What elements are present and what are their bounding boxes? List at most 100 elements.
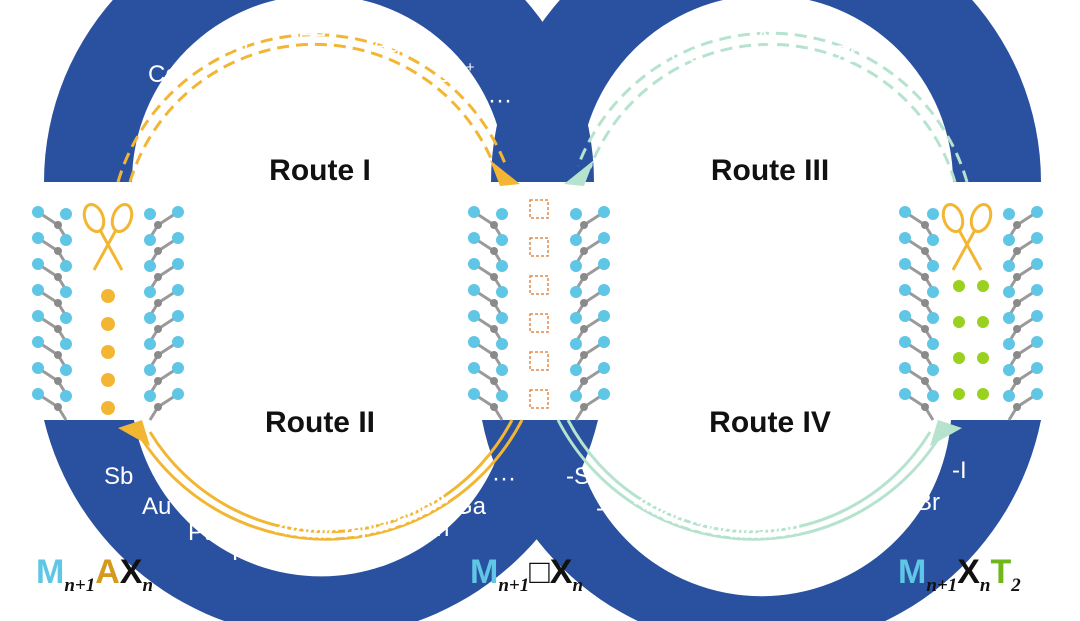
m-atom [1031, 388, 1043, 400]
x-atom [921, 273, 929, 281]
x-atom [54, 351, 62, 359]
m-atom [32, 362, 44, 374]
m-atom [570, 364, 582, 376]
t-atom [953, 388, 965, 400]
ring-band-top-left [44, 0, 594, 182]
route1-ion-label: Cd2+ [148, 59, 196, 88]
t-atom [953, 316, 965, 328]
m-atom [1003, 260, 1015, 272]
ring-band-bottom-left [44, 420, 598, 621]
x-atom [154, 299, 162, 307]
route2-element-label: Au [142, 493, 171, 520]
metal-arrowhead [564, 160, 594, 186]
route1-ion-label: Cu2+ [218, 29, 266, 58]
m-atom [1003, 390, 1015, 402]
m-atom [468, 206, 480, 218]
m-atom [899, 258, 911, 270]
m-atom [570, 234, 582, 246]
m-atom [570, 338, 582, 350]
m-atom [172, 258, 184, 270]
m-atom [598, 258, 610, 270]
m-atom [60, 312, 72, 324]
m-atom [1003, 286, 1015, 298]
x-atom [154, 325, 162, 333]
formula-m: M [36, 553, 64, 591]
x-atom [1013, 403, 1021, 411]
m-atom [899, 206, 911, 218]
t-atom [953, 352, 965, 364]
m-atom [1031, 258, 1043, 270]
route4-anion-label: -Te [652, 527, 685, 554]
x-atom [1013, 351, 1021, 359]
route3-metal-label: Ga [670, 41, 703, 68]
x-atom [580, 403, 588, 411]
m-atom [598, 388, 610, 400]
x-atom [580, 351, 588, 359]
m-atom [1031, 206, 1043, 218]
m-atom [468, 232, 480, 244]
m-atom [927, 364, 939, 376]
m-atom [570, 312, 582, 324]
m-atom [496, 234, 508, 246]
m-atom [496, 338, 508, 350]
m-atom [60, 390, 72, 402]
x-atom [154, 273, 162, 281]
m-atom [927, 208, 939, 220]
m-atom [32, 284, 44, 296]
formula-mxene: Mn+1XnT2 [898, 553, 1021, 596]
m-atom [32, 388, 44, 400]
x-atom [490, 299, 498, 307]
route1-ion-label: Fe2+ [298, 19, 343, 48]
m-atom [60, 286, 72, 298]
route4-anion-label: -Se [596, 495, 633, 522]
m-atom [468, 336, 480, 348]
formula-a: A [95, 553, 120, 591]
route1-ion-list: Cd2+Cu2+Fe2+Ag+Cu+··· [148, 19, 512, 114]
m-atom [496, 364, 508, 376]
m-atom [598, 232, 610, 244]
metal-arrow [576, 31, 969, 183]
m-atom [899, 388, 911, 400]
m-atom [927, 286, 939, 298]
m-atom [570, 260, 582, 272]
route4-anion-label: -I [952, 457, 967, 484]
x-atom [921, 403, 929, 411]
m-atom [144, 338, 156, 350]
m-atom [570, 390, 582, 402]
x-atom [490, 325, 498, 333]
m-atom [1031, 284, 1043, 296]
route2-element-label: Sn [420, 515, 449, 542]
route2-element-label: Ag [334, 545, 363, 572]
m-atom [1003, 338, 1015, 350]
vacancy-structure [468, 199, 610, 421]
lams-arrowhead [490, 160, 520, 186]
m-atom [60, 208, 72, 220]
route4-anion-label: -S [566, 463, 590, 490]
x-atom [580, 273, 588, 281]
x-atom [54, 299, 62, 307]
x-atom [580, 377, 588, 385]
a-atom [101, 317, 115, 331]
t-atom [953, 280, 965, 292]
m-atom [32, 206, 44, 218]
ring-band-bottom-right [482, 420, 1041, 621]
m-atom [32, 336, 44, 348]
m-atom [144, 364, 156, 376]
m-atom [144, 286, 156, 298]
vacancy-site [529, 275, 549, 295]
m-atom [468, 284, 480, 296]
m-atom [144, 234, 156, 246]
m-atom [172, 388, 184, 400]
m-atom [468, 258, 480, 270]
x-atom [921, 351, 929, 359]
m-atom [144, 390, 156, 402]
m-atom [496, 260, 508, 272]
x-atom [1013, 325, 1021, 333]
a-atom [101, 345, 115, 359]
x-atom [154, 351, 162, 359]
route2-element-label: Bi [382, 535, 403, 562]
route2-element-label: Ga [454, 493, 487, 520]
m-atom [899, 284, 911, 296]
